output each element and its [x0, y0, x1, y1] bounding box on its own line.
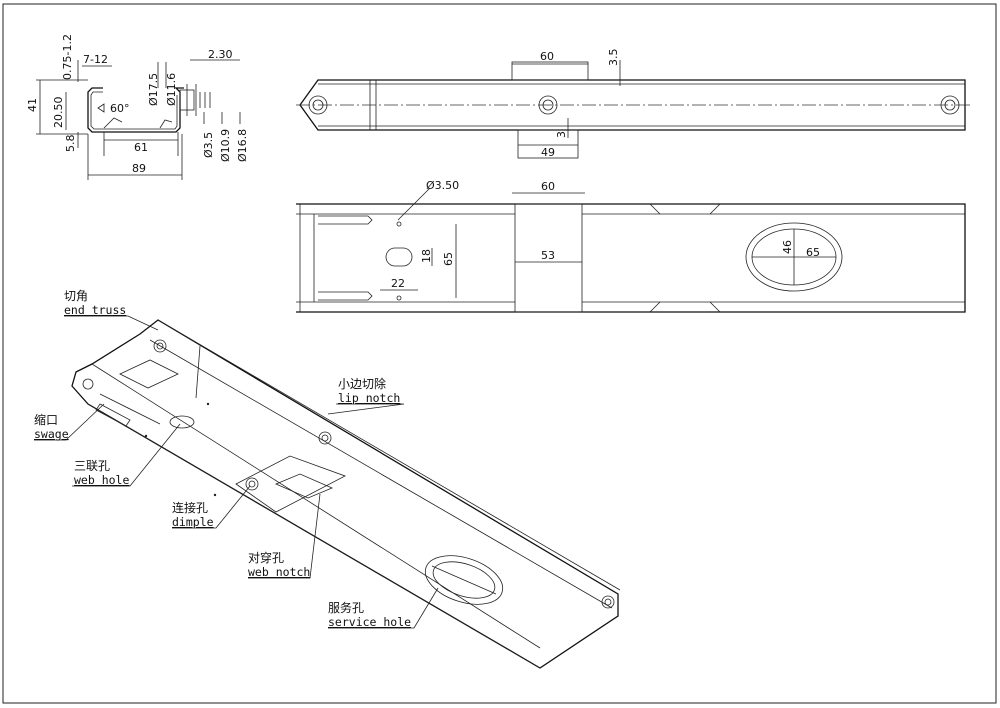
dim-angle: 60°	[110, 102, 130, 115]
dim-height-20: 20.50	[52, 97, 65, 129]
callout-web-notch-cn: 对穿孔	[248, 550, 284, 565]
plan-dim-53: 53	[541, 249, 555, 262]
dim-d16: Ø16.8	[236, 129, 249, 162]
plan-dim-service-65: 65	[806, 246, 820, 259]
top-dim-3: 3	[555, 131, 568, 138]
dim-height-5: 5.8	[64, 135, 77, 153]
plan-view: Ø3.50 60 53 22 18 65 46 65	[296, 179, 966, 313]
dim-lip: 0.75-1.2	[61, 34, 74, 80]
plan-dim-service-46: 46	[781, 240, 794, 254]
callout-web-hole-cn: 三联孔	[74, 459, 110, 473]
top-dim-3-5: 3.5	[607, 49, 620, 67]
plan-dim-60: 60	[541, 180, 555, 193]
top-view: 60 3.5 49 3	[296, 49, 970, 159]
top-dim-49: 49	[541, 146, 555, 159]
dim-d11: Ø11.6	[165, 73, 178, 106]
section-view: 0.75-1.2 7-12 Ø17.5 Ø11.6 2.30 41 20.50 …	[26, 34, 249, 180]
top-dim-60: 60	[540, 50, 554, 63]
callout-swage-en: swage	[34, 427, 69, 441]
callout-web-notch-en: web notch	[248, 565, 310, 579]
callout-end-truss-cn: 切角	[64, 289, 88, 303]
callout-service-hole-en: service hole	[328, 615, 411, 629]
isometric-view	[71, 319, 621, 669]
dim-d10: Ø10.9	[219, 129, 232, 162]
callout-web-hole-en: web hole	[74, 473, 129, 487]
callout-swage-cn: 缩口	[34, 412, 58, 427]
callout-lip-notch-cn: 小边切除	[338, 376, 386, 391]
plan-dim-22: 22	[391, 277, 405, 290]
dim-d3: Ø3.5	[202, 132, 215, 158]
plan-dim-18: 18	[420, 249, 433, 263]
dim-flange-width: 7-12	[83, 53, 108, 66]
callout-dimple-en: dimple	[172, 515, 214, 529]
leader-lines	[34, 315, 439, 629]
callout-end-truss-en: end truss	[64, 303, 126, 317]
dim-width-61: 61	[134, 141, 148, 154]
callout-service-hole-cn: 服务孔	[328, 600, 364, 615]
callout-dimple-cn: 连接孔	[172, 500, 208, 515]
dim-height-41: 41	[26, 98, 39, 112]
dim-width-89: 89	[132, 162, 146, 175]
dim-thickness: 2.30	[208, 48, 233, 61]
plan-dim-hole: Ø3.50	[426, 179, 459, 192]
plan-dim-65: 65	[442, 252, 455, 266]
drawing-border	[2, 3, 997, 704]
callout-lip-notch-en: lip notch	[338, 391, 400, 405]
dim-d17: Ø17.5	[147, 73, 160, 106]
